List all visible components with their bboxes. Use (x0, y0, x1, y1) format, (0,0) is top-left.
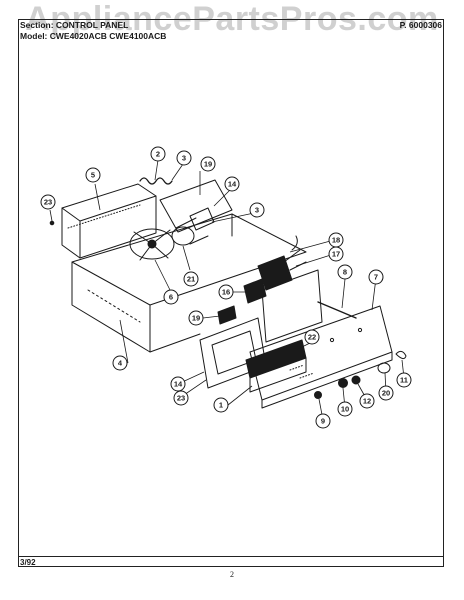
callout-3: 3 (249, 202, 265, 218)
callout-23-top: 23 (40, 194, 56, 210)
callout-17: 17 (328, 246, 344, 262)
svg-text:16: 16 (222, 288, 230, 297)
vent-duct (61, 183, 157, 259)
svg-text:14: 14 (174, 380, 183, 389)
callout-14: 14 (170, 376, 186, 392)
spring (139, 177, 173, 185)
svg-text:20: 20 (382, 389, 390, 398)
revision-date: 3/92 (20, 558, 36, 567)
callout-23: 23 (173, 390, 189, 406)
callout-11: 11 (396, 372, 412, 388)
knob-12 (351, 375, 361, 385)
callout-7: 7 (368, 269, 384, 285)
svg-text:12: 12 (363, 397, 371, 406)
callouts: 2 3 19 14 3 5 23 6 21 4 18 17 8 7 16 19 … (40, 146, 412, 429)
svg-text:23: 23 (177, 394, 185, 403)
wire (317, 301, 357, 319)
svg-text:19: 19 (204, 160, 212, 169)
svg-text:1: 1 (219, 401, 223, 410)
svg-text:21: 21 (187, 275, 195, 284)
rear-bracket (261, 269, 323, 343)
relay (243, 278, 267, 304)
svg-text:23: 23 (44, 198, 52, 207)
knob-10 (338, 378, 348, 388)
callout-21: 21 (183, 271, 199, 287)
svg-text:18: 18 (332, 236, 340, 245)
callout-2: 2 (150, 146, 166, 162)
control-panel (249, 305, 393, 409)
callout-20: 20 (378, 385, 394, 401)
knob-9 (314, 391, 322, 399)
mounting-plate (159, 179, 233, 233)
callout-6: 6 (163, 289, 179, 305)
callout-3-top: 3 (176, 150, 192, 166)
svg-text:7: 7 (374, 273, 378, 282)
callout-4: 4 (112, 355, 128, 371)
svg-text:3: 3 (182, 154, 186, 163)
callout-8: 8 (337, 264, 353, 280)
svg-text:17: 17 (332, 250, 340, 259)
oven-housing (71, 213, 307, 353)
callout-12: 12 (359, 393, 375, 409)
callout-9: 9 (315, 413, 331, 429)
callout-22: 22 (304, 329, 320, 345)
svg-text:3: 3 (255, 206, 259, 215)
svg-text:6: 6 (169, 293, 173, 302)
indicator-lamp (217, 305, 237, 325)
callout-10: 10 (337, 401, 353, 417)
svg-text:14: 14 (228, 180, 237, 189)
svg-text:5: 5 (91, 171, 95, 180)
fan-motor (171, 217, 209, 246)
button-cap-20 (377, 362, 391, 374)
callout-19: 19 (200, 156, 216, 172)
callout-18: 18 (328, 232, 344, 248)
display-board (245, 339, 307, 393)
svg-text:9: 9 (321, 417, 325, 426)
fan-blade (129, 228, 175, 261)
switch-assembly (257, 235, 307, 291)
button-cap-11 (395, 350, 407, 360)
callout-13: 14 (224, 176, 240, 192)
motor-bracket (189, 207, 215, 231)
svg-text:4: 4 (118, 359, 123, 368)
page-number: 2 (230, 570, 234, 579)
footer-divider (18, 556, 444, 557)
page-ref: P. 6000306 (399, 20, 442, 30)
model-line: Model: CWE4020ACB CWE4100ACB (20, 31, 167, 41)
svg-text:10: 10 (341, 405, 349, 414)
section-line: Section: CONTROL PANEL (20, 20, 129, 30)
svg-text:11: 11 (400, 376, 408, 385)
svg-text:8: 8 (343, 268, 347, 277)
callout-1: 1 (213, 397, 229, 413)
svg-text:2: 2 (156, 150, 160, 159)
callout-19-lower: 19 (188, 310, 204, 326)
svg-text:22: 22 (308, 333, 316, 342)
diagram-frame (18, 19, 444, 567)
callout-16: 16 (218, 284, 234, 300)
svg-text:19: 19 (192, 314, 200, 323)
callout-5: 5 (85, 167, 101, 183)
